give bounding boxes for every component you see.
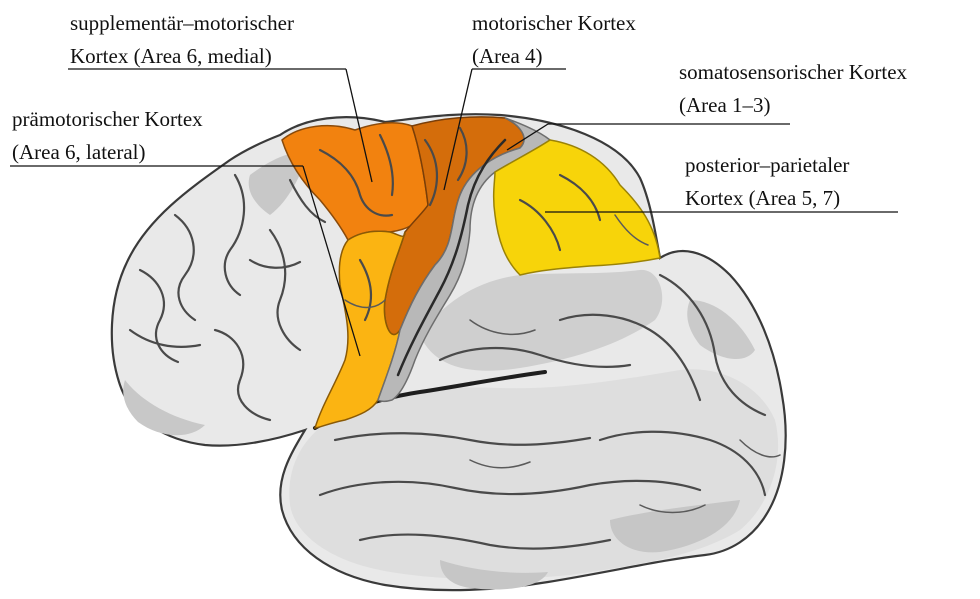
posterior-parietal-area xyxy=(494,140,660,275)
label-supplementary-motor-line1: supplementär–motorischer xyxy=(70,11,294,35)
label-premotor-line2: (Area 6, lateral) xyxy=(12,140,146,164)
label-posterior-parietal-line1: posterior–parietaler xyxy=(685,153,849,177)
label-motor-line2: (Area 4) xyxy=(472,44,543,68)
label-posterior-parietal-line2: Kortex (Area 5, 7) xyxy=(685,186,840,210)
label-motor-line1: motorischer Kortex xyxy=(472,11,636,35)
label-somatosensory-line2: (Area 1–3) xyxy=(679,93,771,117)
label-somatosensory-line1: somatosensorischer Kortex xyxy=(679,60,908,84)
label-supplementary-motor-line2: Kortex (Area 6, medial) xyxy=(70,44,272,68)
label-premotor-line1: prämotorischer Kortex xyxy=(12,107,203,131)
